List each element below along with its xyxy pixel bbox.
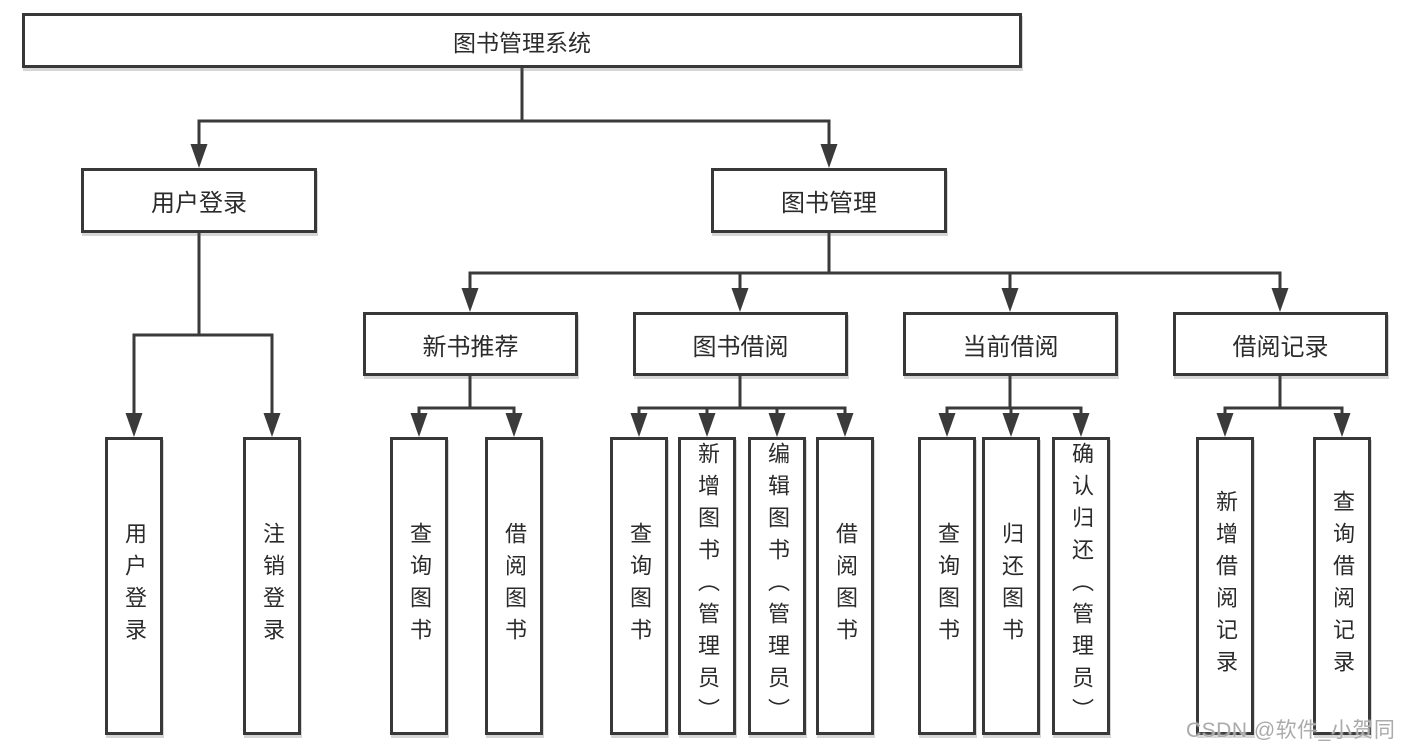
leaf-user-login: 用户登录 — [105, 437, 163, 735]
leaf-query-books-current: 查询图书 — [918, 437, 976, 735]
node-borrow-records: 借阅记录 — [1173, 312, 1388, 376]
node-book-management: 图书管理 — [711, 168, 947, 233]
node-library-management-system: 图书管理系统 — [22, 13, 1022, 68]
leaf-confirm-return-admin: 确认归还（管理员） — [1052, 437, 1110, 735]
leaf-query-books-borrow: 查询图书 — [610, 437, 668, 735]
node-book-borrow: 图书借阅 — [633, 312, 848, 376]
leaf-query-books-recommend: 查询图书 — [390, 437, 448, 735]
leaf-borrow-books: 借阅图书 — [816, 437, 874, 735]
leaf-add-borrow-record: 新增借阅记录 — [1196, 437, 1254, 735]
leaf-edit-books-admin: 编辑图书（管理员） — [748, 437, 806, 735]
arrowheads — [125, 144, 1351, 437]
leaf-query-borrow-record: 查询借阅记录 — [1313, 437, 1371, 735]
leaf-add-books-admin: 新增图书（管理员） — [678, 437, 736, 735]
node-current-borrow: 当前借阅 — [903, 312, 1118, 376]
node-user-login: 用户登录 — [81, 168, 317, 233]
leaf-return-books: 归还图书 — [982, 437, 1040, 735]
csdn-watermark: CSDN @软件_小贺同学 — [1186, 719, 1396, 742]
leaf-borrow-books-recommend: 借阅图书 — [485, 437, 543, 735]
leaf-logout: 注销登录 — [243, 437, 301, 735]
node-new-book-recommend: 新书推荐 — [363, 312, 578, 376]
